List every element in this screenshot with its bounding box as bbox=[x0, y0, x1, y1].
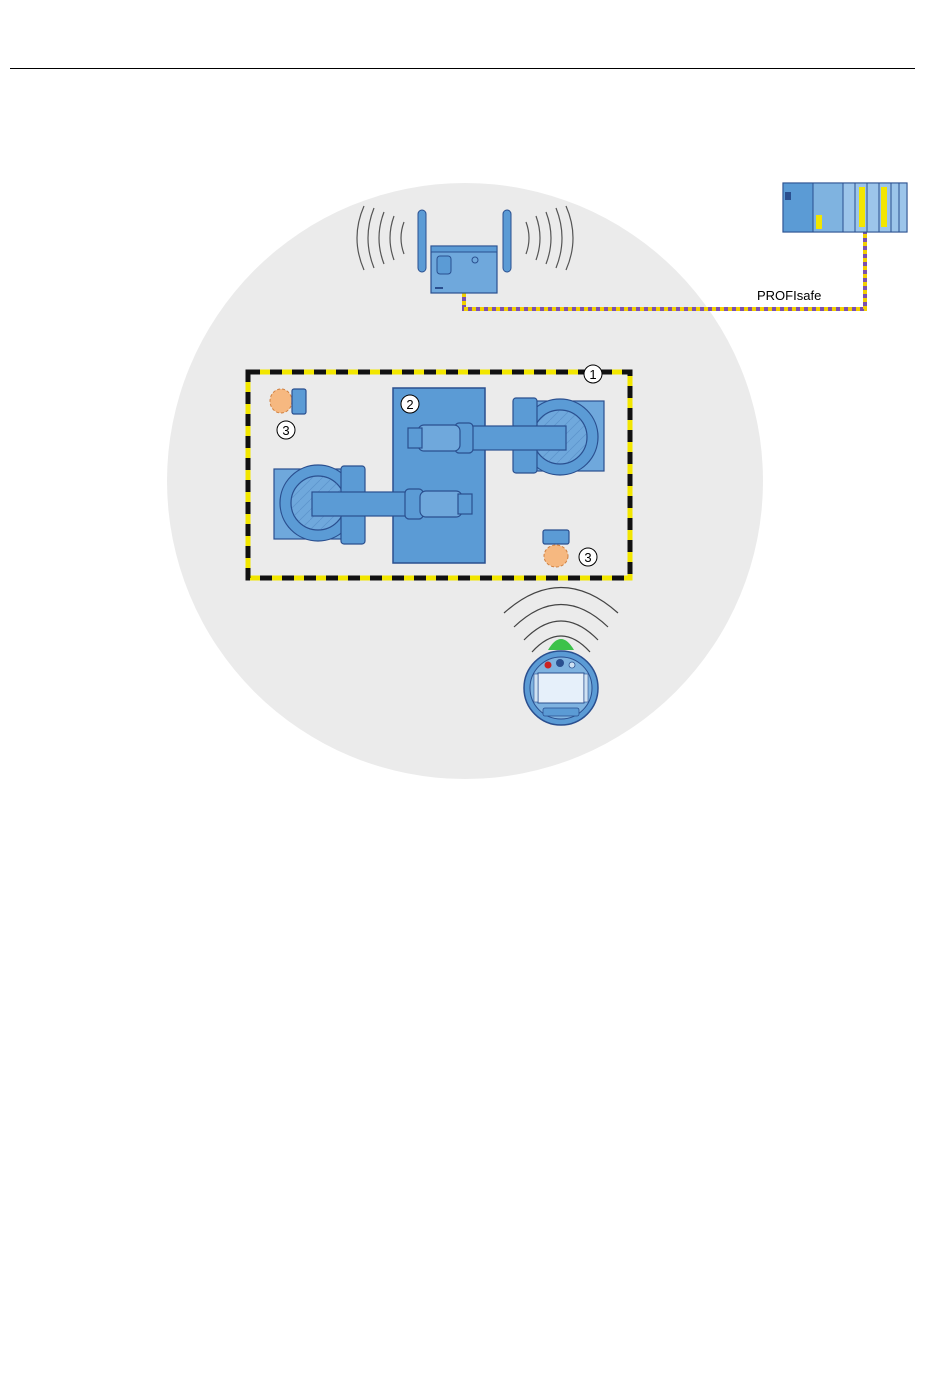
callout-3-bottom: 3 bbox=[579, 548, 597, 566]
callout-2: 2 bbox=[401, 395, 419, 413]
callout-1: 1 bbox=[584, 365, 602, 383]
mobile-panel-icon bbox=[524, 651, 598, 725]
machine-table bbox=[393, 388, 485, 563]
callout-2-number: 2 bbox=[406, 397, 413, 412]
callout-1-number: 1 bbox=[589, 367, 596, 382]
person-icon bbox=[270, 389, 306, 414]
callout-3-bottom-number: 3 bbox=[584, 550, 591, 565]
callout-3-top: 3 bbox=[277, 421, 295, 439]
profisafe-label: PROFIsafe bbox=[757, 288, 821, 303]
plc-controller-icon bbox=[783, 183, 907, 232]
callout-3-top-number: 3 bbox=[282, 423, 289, 438]
